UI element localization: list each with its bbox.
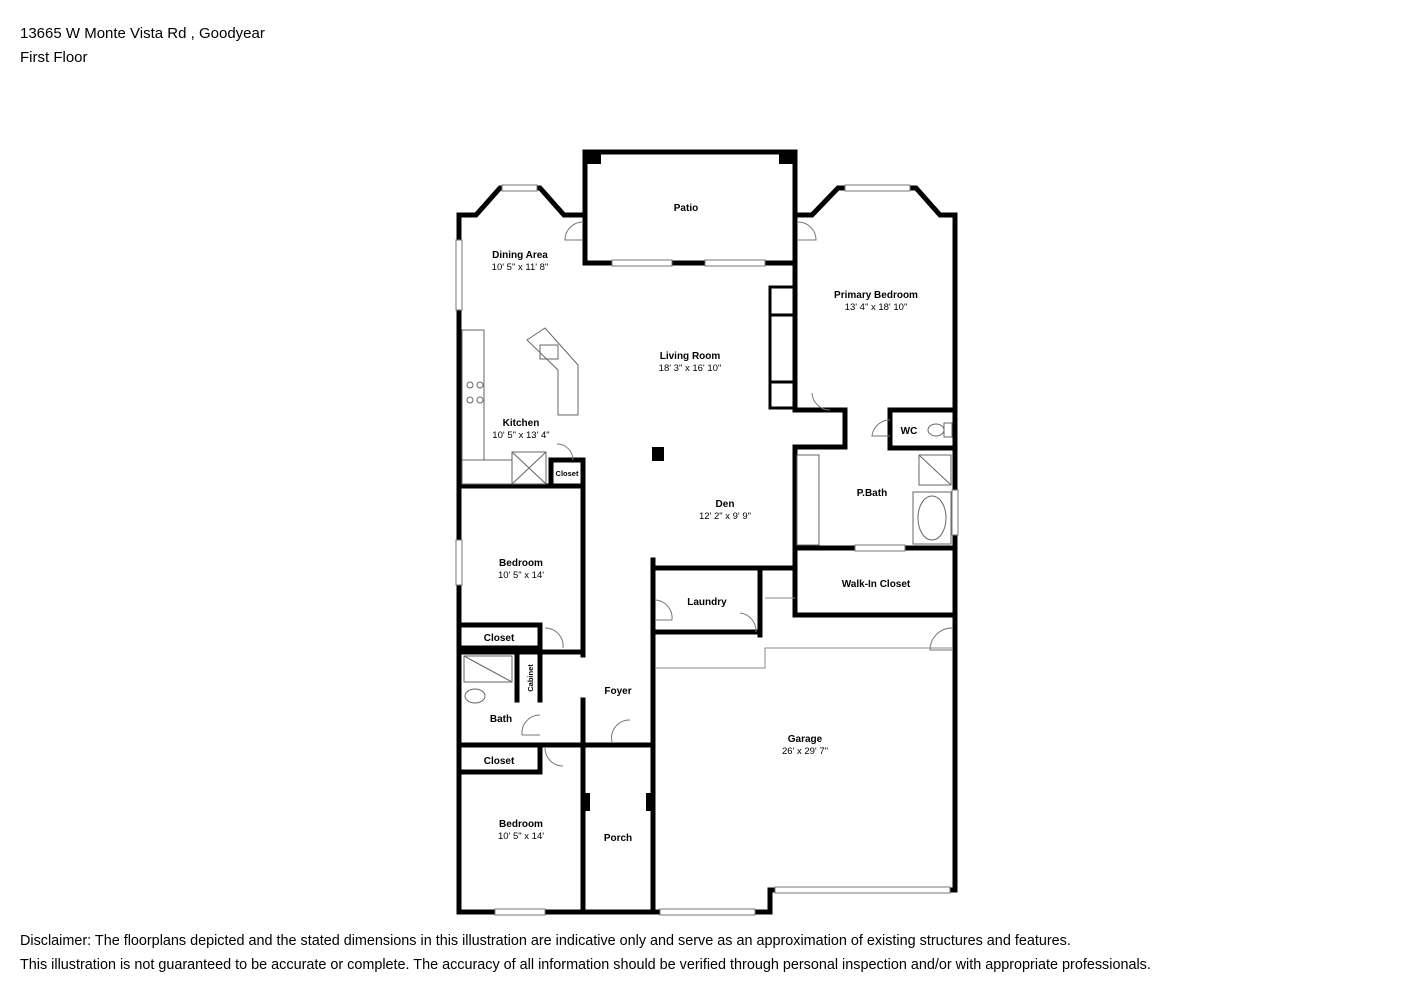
- room-dining-dims: 10' 5" x 11' 8": [492, 262, 549, 273]
- disclaimer-line-2: This illustration is not guaranteed to b…: [20, 957, 1151, 973]
- garage-outline: [656, 597, 952, 669]
- room-kitchen-dims: 10' 5" x 13' 4": [492, 430, 549, 441]
- room-bedroom-lower-name: Bedroom: [499, 819, 543, 830]
- room-den-name: Den: [716, 499, 735, 510]
- room-dining-name: Dining Area: [492, 250, 548, 261]
- room-primary-bedroom-dims: 13' 4" x 18' 10": [845, 302, 908, 313]
- room-primary-bedroom-name: Primary Bedroom: [834, 290, 918, 301]
- room-living-dims: 18' 3" x 16' 10": [659, 363, 722, 374]
- patio-posts: [583, 150, 795, 811]
- room-garage-dims: 26' x 29' 7": [782, 746, 828, 757]
- kitchen-fixtures: [461, 327, 579, 485]
- built-in-shelves: [768, 285, 797, 410]
- room-bath: Bath: [490, 714, 512, 725]
- room-pbath: P.Bath: [857, 488, 887, 499]
- room-patio: Patio: [674, 203, 698, 214]
- room-cabinet: Cabinet: [526, 664, 535, 692]
- room-porch: Porch: [604, 833, 632, 844]
- room-closet-lower: Closet: [484, 756, 515, 767]
- floor-label: First Floor: [20, 49, 88, 66]
- room-foyer: Foyer: [604, 686, 631, 697]
- door-swings: [521, 221, 953, 767]
- room-laundry: Laundry: [687, 597, 727, 608]
- room-kitchen-closet: Closet: [556, 469, 579, 478]
- room-bedroom-lower-dims: 10' 5" x 14': [498, 831, 544, 842]
- room-walkin-closet: Walk-In Closet: [842, 579, 911, 590]
- room-wc: WC: [901, 426, 918, 437]
- room-living-name: Living Room: [660, 351, 721, 362]
- bath-fixtures: [463, 422, 953, 704]
- room-closet-upper: Closet: [484, 633, 515, 644]
- address-title: 13665 W Monte Vista Rd , Goodyear: [20, 25, 265, 42]
- windows: [455, 184, 959, 916]
- disclaimer-line-1: Disclaimer: The floorplans depicted and …: [20, 933, 1071, 949]
- disclaimer: Disclaimer: The floorplans depicted and …: [20, 929, 1151, 977]
- room-den-dims: 12' 2" x 9' 9": [699, 511, 751, 522]
- room-kitchen-name: Kitchen: [503, 418, 540, 429]
- room-bedroom-upper-name: Bedroom: [499, 558, 543, 569]
- room-garage-name: Garage: [788, 734, 823, 745]
- room-bedroom-upper-dims: 10' 5" x 14': [498, 570, 544, 581]
- plan-header: 13665 W Monte Vista Rd , Goodyear First …: [20, 22, 265, 70]
- room-labels: Patio Dining Area 10' 5" x 11' 8" Primar…: [484, 203, 918, 844]
